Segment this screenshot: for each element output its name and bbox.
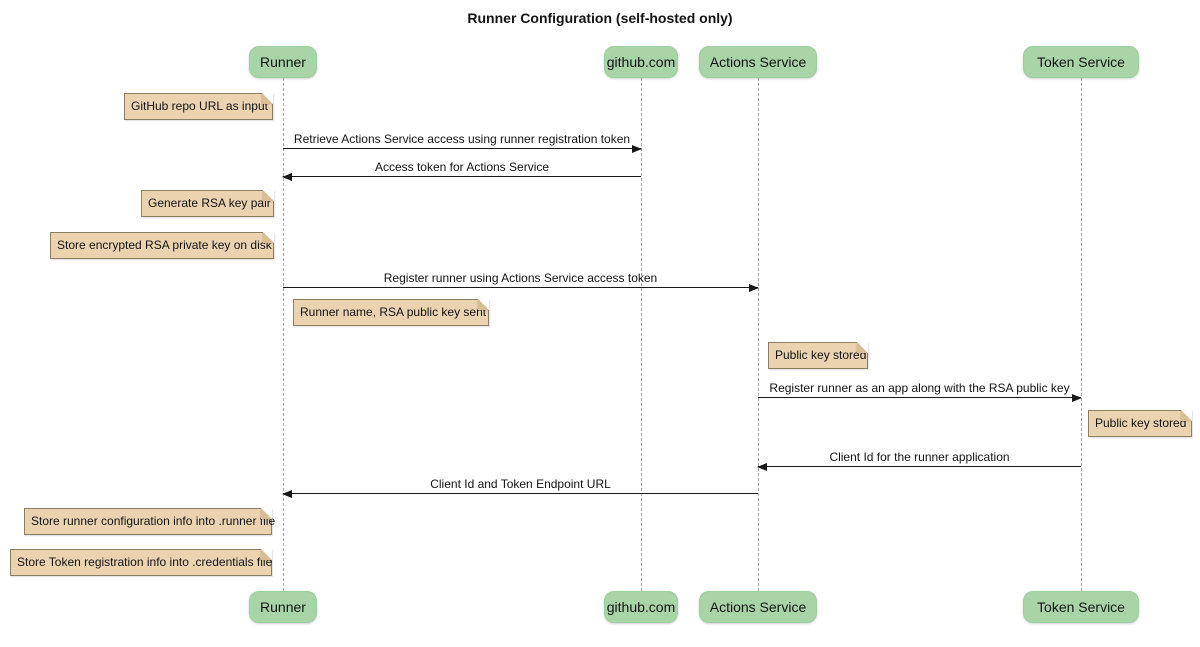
participant-actions-bottom: Actions Service (699, 591, 817, 623)
arrow-line (283, 284, 759, 292)
lifeline-github (641, 78, 642, 591)
message-retrieve-actions-access: Retrieve Actions Service access using ru… (283, 132, 642, 153)
arrowhead-left-icon (757, 463, 767, 471)
note-store-private-key: Store encrypted RSA private key on disk (50, 232, 274, 259)
note-runner-name-public-key: Runner name, RSA public key sent (293, 299, 489, 326)
participant-github-bottom: github.com (604, 591, 678, 623)
note-store-credentials-file: Store Token registration info into .cred… (10, 549, 272, 576)
message-register-runner-app: Register runner as an app along with the… (758, 381, 1082, 402)
message-label: Client Id and Token Endpoint URL (430, 477, 611, 491)
lifeline-token (1081, 78, 1082, 591)
message-label: Client Id for the runner application (829, 450, 1010, 464)
message-access-token-returned: Access token for Actions Service (282, 160, 641, 181)
participant-runner-bottom: Runner (249, 591, 317, 623)
arrowhead-left-icon (282, 173, 292, 181)
arrowhead-left-icon (282, 490, 292, 498)
arrowhead-right-icon (632, 145, 642, 153)
participant-actions-top: Actions Service (699, 46, 817, 78)
arrow-line (282, 490, 758, 498)
note-store-runner-file: Store runner configuration info into .ru… (24, 508, 275, 535)
participant-token-bottom: Token Service (1023, 591, 1139, 623)
participant-token-top: Token Service (1023, 46, 1139, 78)
note-github-repo-url: GitHub repo URL as input (124, 93, 273, 120)
arrow-line (283, 145, 642, 153)
lifeline-runner (283, 78, 284, 591)
arrowhead-right-icon (1072, 394, 1082, 402)
note-public-key-stored-actions: Public key stored (768, 342, 868, 369)
message-label: Register runner as an app along with the… (769, 381, 1070, 395)
message-label: Register runner using Actions Service ac… (383, 271, 658, 285)
diagram-title: Runner Configuration (self-hosted only) (467, 10, 733, 26)
message-register-runner: Register runner using Actions Service ac… (283, 271, 759, 292)
participant-runner-top: Runner (249, 46, 317, 78)
message-client-id-token-endpoint: Client Id and Token Endpoint URL (282, 477, 758, 498)
arrowhead-right-icon (749, 284, 759, 292)
message-label: Retrieve Actions Service access using ru… (293, 132, 631, 146)
arrow-line (758, 394, 1082, 402)
arrow-line (757, 463, 1081, 471)
note-public-key-stored-token: Public key stored (1088, 410, 1192, 437)
message-label: Access token for Actions Service (374, 160, 550, 174)
arrow-line (282, 173, 641, 181)
message-client-id-returned: Client Id for the runner application (757, 450, 1081, 471)
note-generate-rsa-key-pair: Generate RSA key pair (141, 190, 274, 217)
lifeline-actions (758, 78, 759, 591)
participant-github-top: github.com (604, 46, 678, 78)
